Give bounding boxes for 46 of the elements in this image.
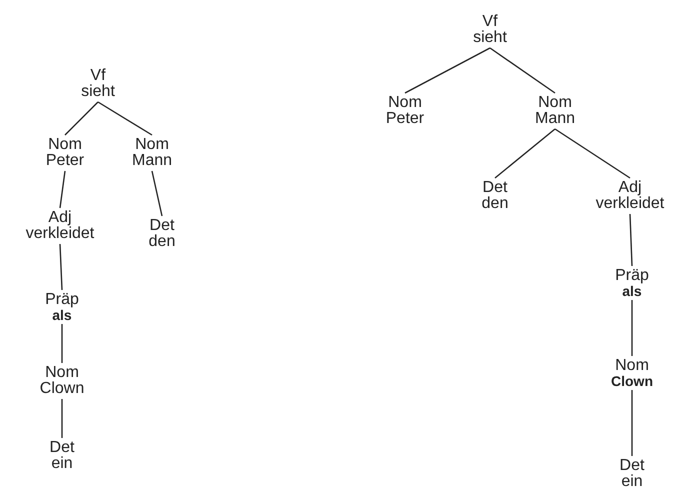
category-label: Nom <box>48 137 82 153</box>
word-label: als <box>622 284 642 298</box>
tree-branch-line <box>61 324 63 363</box>
category-label: Det <box>50 440 74 456</box>
word-label: Clown <box>40 381 84 397</box>
word-label: als <box>52 308 72 322</box>
tree-branch-line <box>59 170 66 208</box>
tree-branch-line <box>404 47 490 94</box>
word-label: Peter <box>386 111 424 127</box>
word-label: Mann <box>132 153 172 169</box>
tree-branch-line <box>631 390 633 456</box>
category-label: Präp <box>615 268 649 284</box>
category-label: Det <box>482 180 508 196</box>
category-label: Det <box>620 458 644 474</box>
word-label: ein <box>621 474 643 490</box>
word-label: sieht <box>81 84 115 100</box>
word-label: verkleidet <box>596 196 664 212</box>
word-label: Mann <box>534 111 576 127</box>
tree-branch-line <box>631 300 633 356</box>
tree-branch-line <box>490 47 556 94</box>
tree-branch-line <box>629 214 633 266</box>
word-label: Peter <box>46 153 84 169</box>
tree-branch-line <box>554 128 630 179</box>
tree-branch-line <box>59 244 63 290</box>
word-label: den <box>482 196 508 212</box>
category-label: Nom <box>45 365 79 381</box>
word-label: den <box>148 234 176 250</box>
category-label: Vf <box>482 14 498 30</box>
word-label: sieht <box>473 30 507 46</box>
category-label: Nom <box>538 95 572 111</box>
category-label: Nom <box>615 358 649 374</box>
tree-branch-line <box>64 102 98 136</box>
word-label: Clown <box>611 374 653 388</box>
category-label: Nom <box>388 95 422 111</box>
category-label: Nom <box>135 137 169 153</box>
category-label: Det <box>150 218 174 234</box>
category-label: Vf <box>90 68 106 84</box>
tree-branch-line <box>98 101 152 136</box>
word-label: verkleidet <box>26 226 94 242</box>
category-label: Adj <box>48 210 72 226</box>
tree-branch-line <box>61 399 63 438</box>
tree-branch-line <box>151 170 163 216</box>
category-label: Präp <box>45 292 79 308</box>
word-label: ein <box>51 456 73 472</box>
tree-branch-line <box>494 128 556 178</box>
category-label: Adj <box>618 180 642 196</box>
